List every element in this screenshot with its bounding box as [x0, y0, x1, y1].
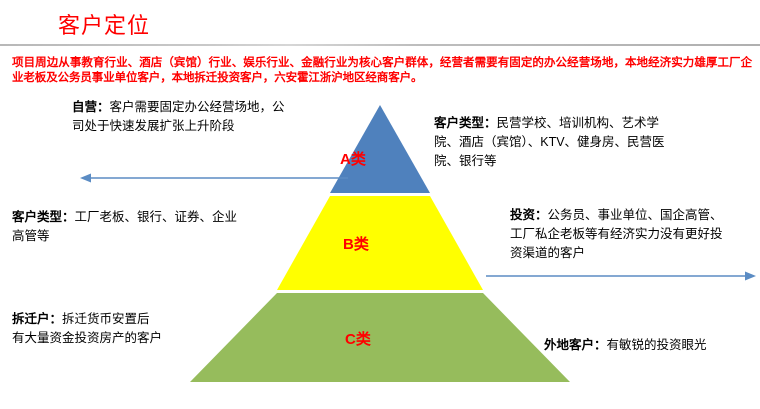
pyramid-tier-b-label: B类 [343, 236, 369, 253]
callout-right-investment-body: 公务员、事业单位、国企高管、工厂私企老板等有经济实力没有更好投资渠道的客户 [510, 208, 723, 260]
arrow-right-icon [486, 271, 756, 281]
callout-right-out-of-town: 外地客户：有敏锐的投资眼光 [544, 336, 760, 355]
pyramid-tier-a-label: A类 [340, 151, 366, 168]
callout-left-relocation-heading: 拆迁户： [12, 312, 63, 326]
callout-right-out-of-town-body: 有敏锐的投资眼光 [606, 338, 707, 352]
callout-left-self-operated-heading: 自营： [72, 100, 110, 114]
arrow-left-icon [80, 173, 348, 183]
callout-right-investment-heading: 投资： [510, 208, 548, 222]
callout-right-investment: 投资：公务员、事业单位、国企高管、工厂私企老板等有经济实力没有更好投资渠道的客户 [510, 206, 728, 263]
pyramid-tier-b-shape[interactable] [277, 196, 483, 290]
callout-left-customer-type: 客户类型：工厂老板、银行、证券、企业高管等 [12, 208, 244, 246]
callout-left-self-operated-body: 客户需要固定办公经营场地，公司处于快速发展扩张上升阶段 [72, 100, 285, 133]
page-title: 客户定位 [58, 13, 151, 38]
callout-left-relocation-body: 拆迁货币安置后有大量资金投资房产的客户 [12, 312, 163, 345]
callout-right-customer-type: 客户类型：民营学校、培训机构、艺术学院、酒店（宾馆）、KTV、健身房、民营医院、… [434, 114, 666, 171]
pyramid-tier-c-label: C类 [345, 331, 371, 348]
callout-right-out-of-town-heading: 外地客户： [544, 338, 607, 352]
callout-left-customer-type-heading: 客户类型： [12, 210, 75, 224]
callout-left-self-operated: 自营：客户需要固定办公经营场地，公司处于快速发展扩张上升阶段 [72, 98, 290, 136]
callout-left-relocation: 拆迁户：拆迁货币安置后有大量资金投资房产的客户 [12, 310, 162, 348]
callout-right-customer-type-heading: 客户类型： [434, 116, 497, 130]
callout-left-customer-type-body: 工厂老板、银行、证券、企业高管等 [12, 210, 238, 243]
callout-right-customer-type-body: 民营学校、培训机构、艺术学院、酒店（宾馆）、KTV、健身房、民营医院、银行等 [434, 116, 665, 168]
pyramid-tier-c-shape[interactable] [190, 293, 570, 382]
summary-banner: 项目周边从事教育行业、酒店（宾馆）行业、娱乐行业、金融行业为核心客户群体，经营者… [12, 57, 752, 84]
title-divider [0, 44, 760, 46]
